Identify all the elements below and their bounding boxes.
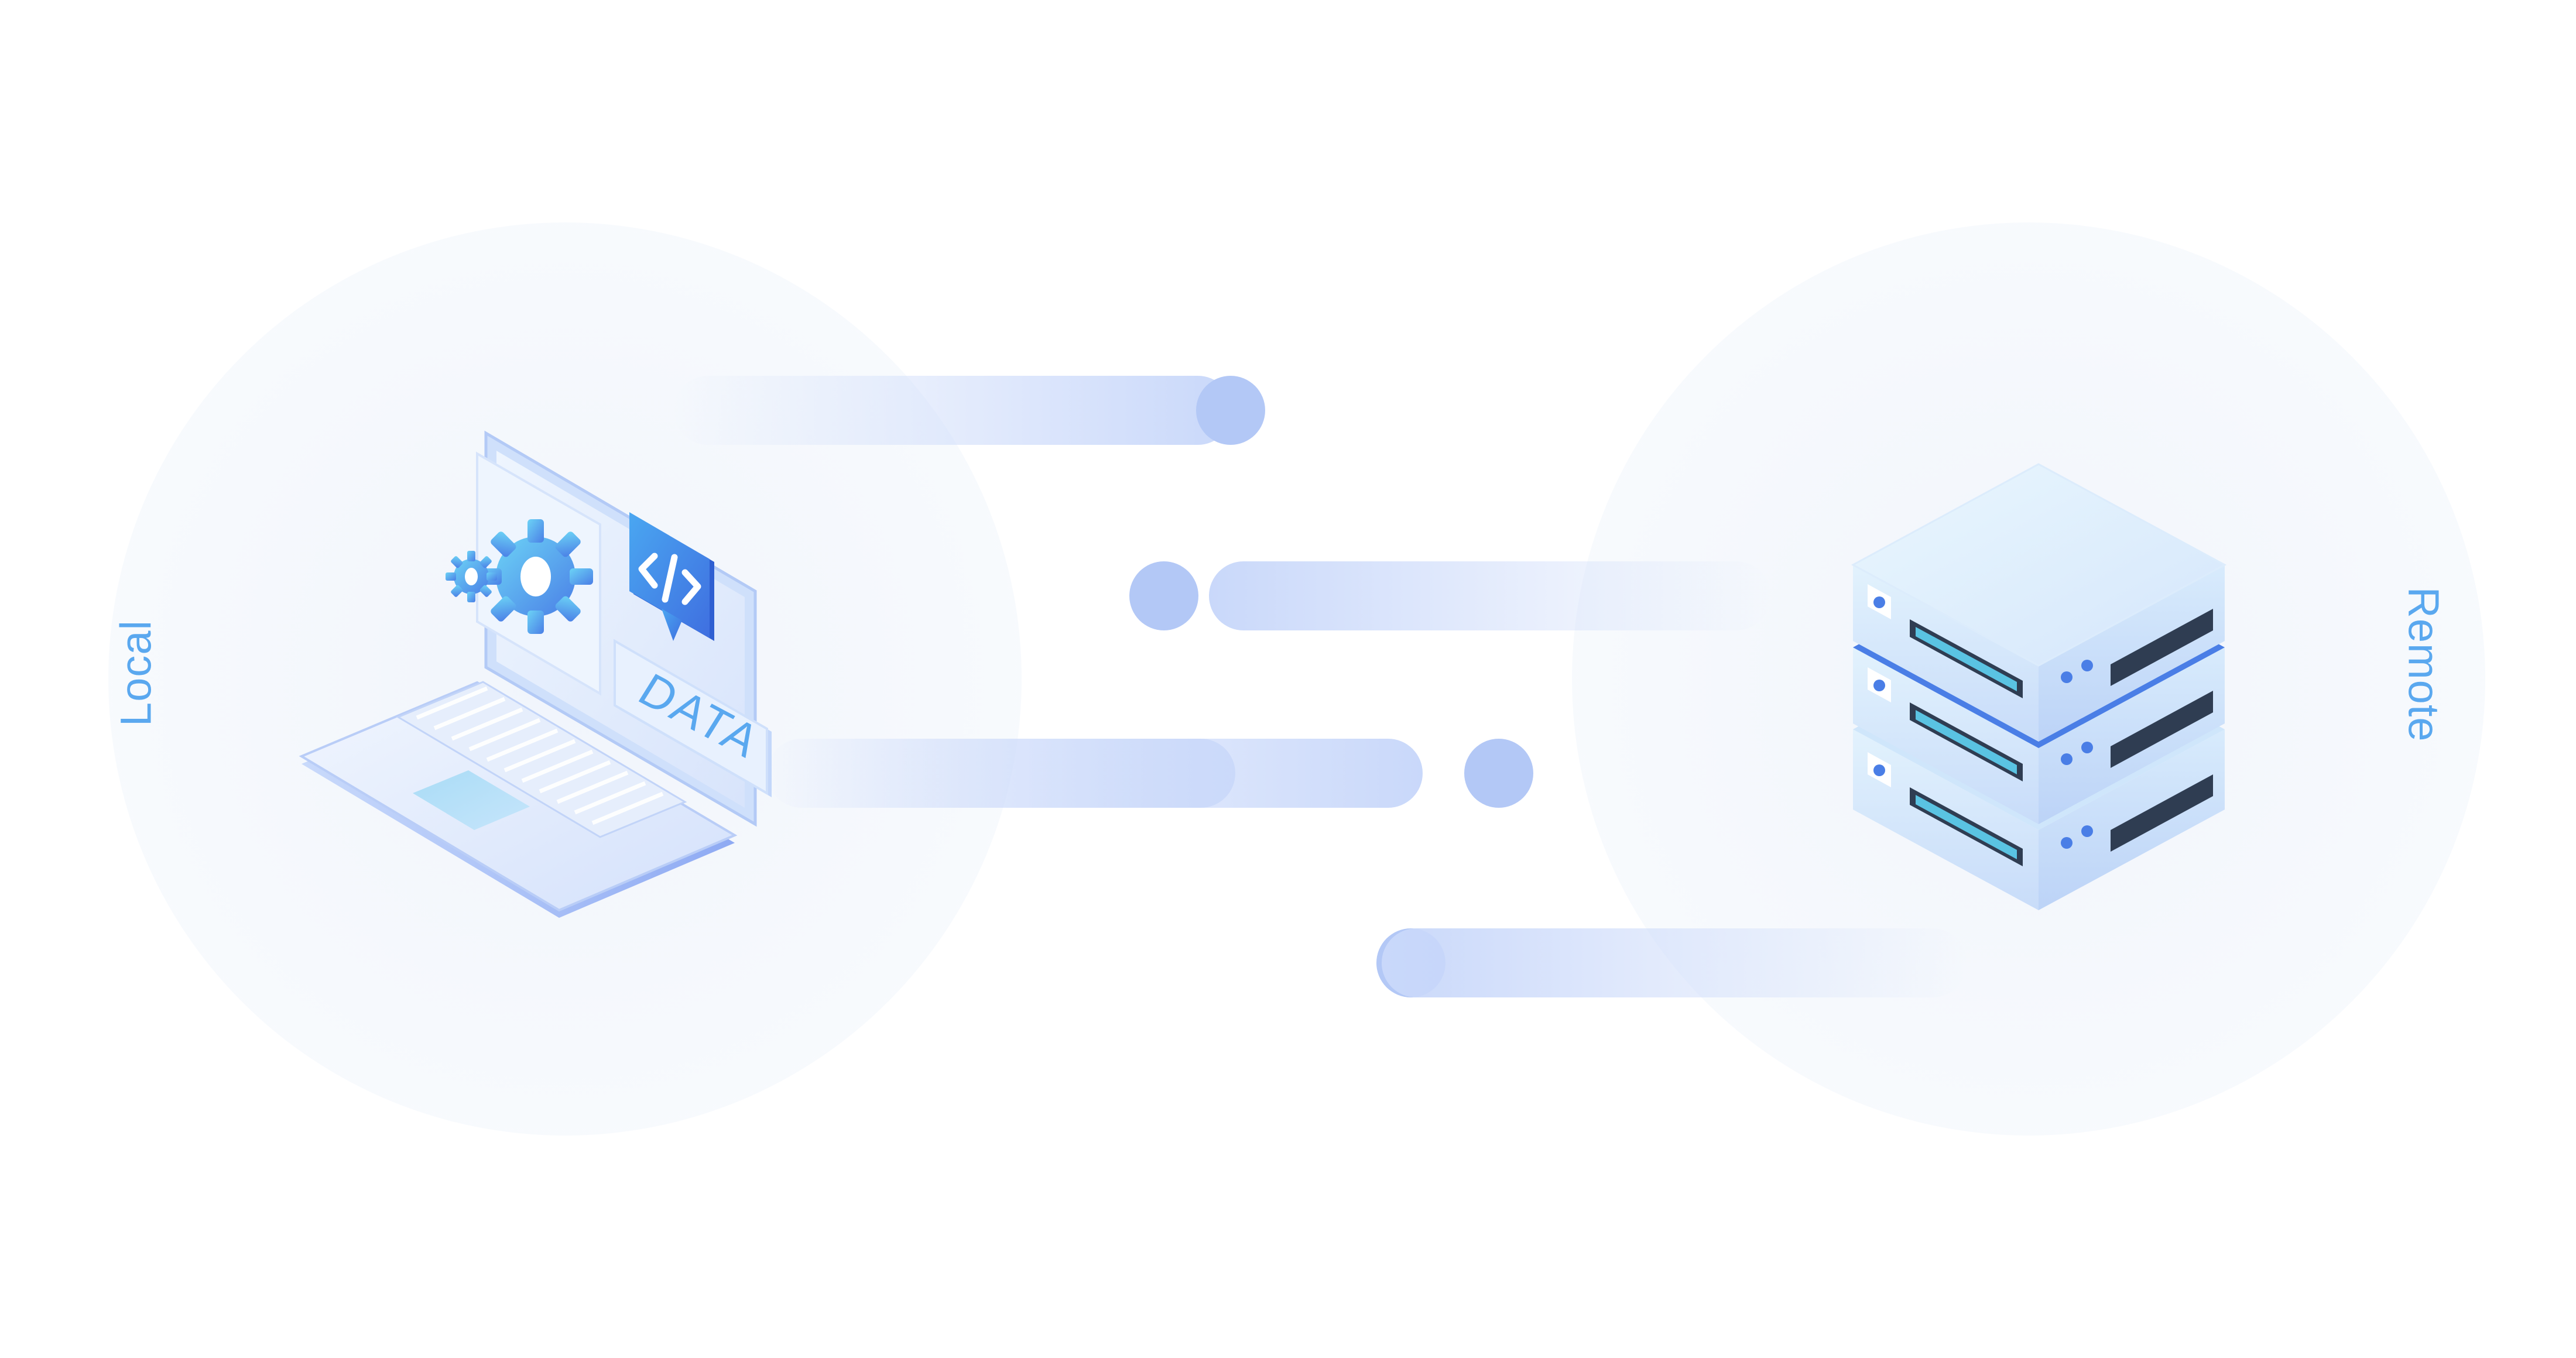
trackpad [413, 770, 530, 830]
flow-dot-3 [1464, 739, 1533, 808]
code-icon [629, 512, 714, 641]
remote-label: Remote [2399, 587, 2448, 742]
laptop-icon: DATA [299, 430, 772, 918]
flow-dot-1 [1196, 376, 1265, 445]
flow-dot-2 [1129, 561, 1198, 630]
server-unit-1 [1851, 463, 2227, 742]
server-stack-icon [1851, 463, 2227, 910]
flow-bar-3b [767, 739, 1235, 808]
data-panel: DATA [614, 639, 772, 797]
flow-bar-1 [673, 376, 1232, 445]
data-flow [673, 376, 1967, 997]
gear-icon [478, 519, 593, 634]
laptop-base [299, 681, 738, 912]
local-label: Local [111, 620, 160, 726]
flow-bar-2 [1209, 561, 1771, 630]
keyboard [396, 681, 687, 838]
flow-bar-4 [1382, 928, 1967, 997]
small-gear-icon [446, 551, 497, 602]
